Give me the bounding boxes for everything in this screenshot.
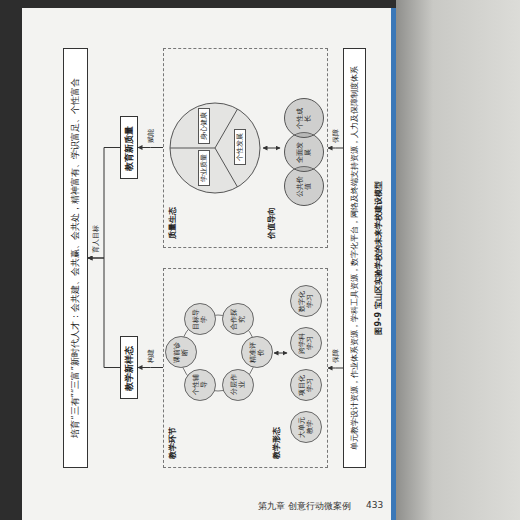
goal-band: 单元教学设计资源，作业体系资源，学科工具资源，数字化平台，网络及终端支持资源，人… [343, 48, 366, 468]
node-label: 全面发展 [296, 141, 313, 163]
node-label: 个性辅导 [192, 374, 209, 396]
double-arrow [263, 148, 280, 149]
page-number: 433 [366, 500, 383, 510]
element-circle: 分层作业 [222, 369, 254, 401]
edge-label: 保障 [332, 128, 340, 144]
node-label: 培育“三有”“三富”新时代人才：会共建、会共赢、会共处，精神富有、学识富足、个性… [70, 78, 80, 438]
node-label: 项目化学习 [298, 374, 315, 396]
region-title: 教学环节 [168, 427, 178, 459]
chapter-footer: 第九章 创意行动微案例 [258, 500, 351, 513]
node-label: 单元教学设计资源，作业体系资源，学科工具资源，数字化平台，网络及终端支持资源，人… [350, 66, 359, 450]
dashed-region: 教学环节 教学形态 课前诊断目标导学 合作探究精准评价分层作业 个性辅导大单元教学 项目化… [163, 268, 328, 468]
region-title: 价值导向 [267, 207, 277, 239]
node-label: 学业质量 [200, 154, 208, 182]
rotated-diagram: 培育“三有”“三富”新时代人才：会共建、会共赢、会共处，精神富有、学识富足、个性… [58, 38, 390, 478]
node-label: 公共价值 [296, 175, 313, 197]
connector [88, 148, 120, 259]
connector [88, 258, 120, 368]
outcome-box: 教学新样态 [120, 337, 138, 400]
quality-box: 身心健康 [198, 108, 210, 144]
element-circle: 精准评价 [241, 336, 273, 368]
connector [328, 148, 343, 149]
desk-surface [396, 0, 520, 520]
connector [138, 147, 163, 148]
book-page [22, 8, 392, 520]
element-circle: 数字化学习 [290, 285, 322, 317]
node-label: 大单元教学 [298, 416, 315, 438]
dashed-region: 质量生态 价值导向 学业质量 身心健康个性发展公共价值 全面发展 个性成长 [163, 48, 328, 248]
element-circle: 课前诊断 [165, 336, 197, 368]
region-title: 教学形态 [272, 427, 282, 459]
node-label: 跨学科学习 [298, 332, 315, 354]
node-label: 合作探究 [230, 308, 247, 330]
element-circle: 合作探究 [222, 303, 254, 335]
book-spine-edge [391, 8, 396, 520]
element-circle: 跨学科学习 [290, 327, 322, 359]
pie-circle [170, 103, 260, 193]
node-label: 个性成长 [296, 107, 313, 129]
edge-label: 构建 [147, 348, 155, 364]
venn-circle: 全面发展 [284, 132, 324, 172]
connector-layer [58, 38, 390, 478]
venn-circle: 个性成长 [284, 98, 324, 138]
node-label: 教育新质量 [124, 126, 134, 171]
edge-label: 赋能 [147, 128, 155, 144]
connector [328, 368, 343, 369]
figure-caption: 图9-9 宝山区实验学校的未来学校建设模型 [373, 181, 384, 334]
node-label: 身心健康 [200, 112, 208, 140]
quality-box: 个性发展 [234, 129, 246, 165]
outcome-box: 教育新质量 [120, 117, 138, 180]
goal-band: 培育“三有”“三富”新时代人才：会共建、会共赢、会共处，精神富有、学识富足、个性… [63, 48, 88, 468]
quality-box: 学业质量 [198, 150, 210, 186]
element-circle: 项目化学习 [290, 369, 322, 401]
diagram-decoration [58, 38, 390, 478]
node-label: 课前诊断 [173, 341, 190, 363]
double-arrow [274, 353, 287, 354]
edge-label: 育人目标 [92, 224, 100, 254]
node-label: 教学新样态 [124, 346, 134, 391]
region-title: 质量生态 [168, 207, 178, 239]
venn-circle: 公共价值 [284, 166, 324, 206]
edge-label: 保障 [332, 348, 340, 364]
node-label: 个性发展 [236, 133, 244, 161]
pie-divider [170, 148, 215, 149]
node-label: 目标导学 [192, 308, 209, 330]
element-circle: 目标导学 [184, 303, 216, 335]
node-label: 精准评价 [249, 341, 266, 363]
connector [138, 367, 163, 368]
node-label: 分层作业 [230, 374, 247, 396]
element-circle: 个性辅导 [184, 369, 216, 401]
element-circle: 大单元教学 [290, 411, 322, 443]
node-label: 数字化学习 [298, 290, 315, 312]
